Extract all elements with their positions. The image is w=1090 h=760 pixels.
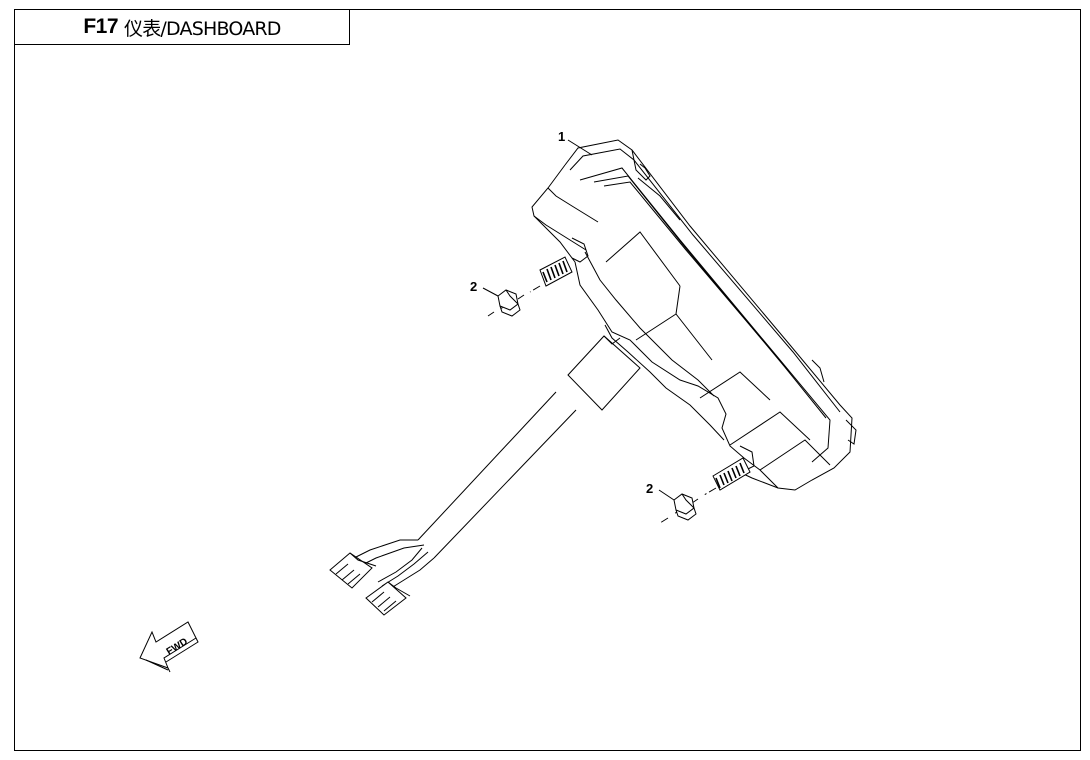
callout-label-2a: 2 [470, 279, 477, 294]
callout-1: 1 [558, 129, 593, 156]
drawing-frame [14, 9, 1081, 751]
figure-title: 仪表/DASHBOARD [124, 17, 281, 40]
leader-nut-upper [482, 287, 499, 297]
centerline-upper [487, 285, 541, 317]
callout-label-1: 1 [558, 129, 565, 144]
dashboard-cluster [531, 139, 857, 491]
callout-label-2b: 2 [646, 481, 653, 496]
fwd-arrow-icon: FWD [139, 621, 199, 673]
nut-lower [673, 493, 697, 521]
wire-harness [329, 335, 641, 616]
title-block: F17 仪表/DASHBOARD [14, 9, 350, 45]
figure-code: F17 [83, 15, 119, 38]
nut-upper [497, 289, 521, 317]
centerline-lower [659, 487, 717, 524]
stud-lower [712, 457, 751, 491]
stud-upper [539, 256, 573, 287]
leader-nut-lower [658, 489, 675, 501]
callout-2-lower: 2 [646, 481, 653, 496]
callout-2-upper: 2 [470, 279, 477, 294]
